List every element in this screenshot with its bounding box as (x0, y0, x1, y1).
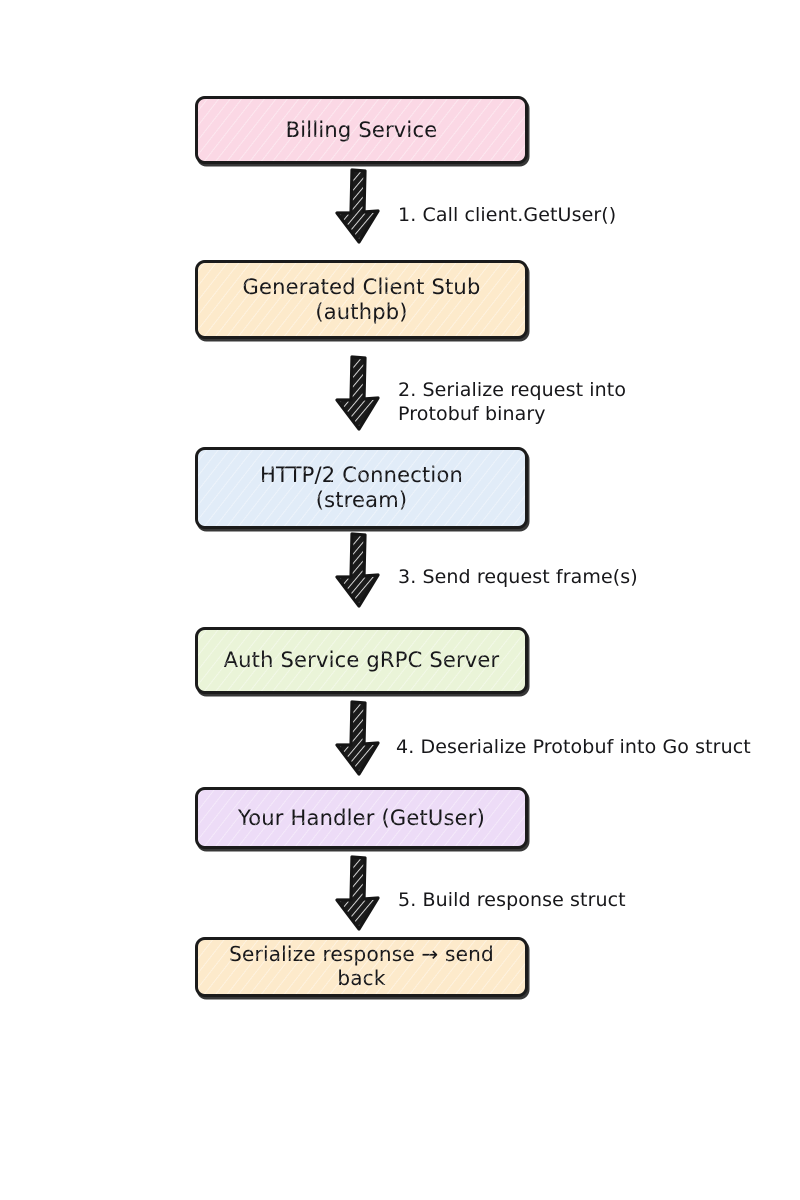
node-serialize-response: Serialize response → send back (195, 937, 528, 997)
edge-label-4: 4. Deserialize Protobuf into Go struct (396, 736, 751, 758)
node-label: Generated Client Stub (authpb) (242, 274, 481, 324)
edge-label-2: 2. Serialize request into Protobuf binar… (398, 379, 627, 426)
node-label: Auth Service gRPC Server (223, 648, 500, 673)
node-your-handler: Your Handler (GetUser) (195, 787, 528, 849)
arrow-down-icon-5 (332, 855, 384, 933)
node-label: Serialize response → send back (229, 942, 494, 990)
node-http2-connection: HTTP/2 Connection (stream) (195, 447, 528, 529)
node-generated-client-stub: Generated Client Stub (authpb) (195, 260, 528, 339)
node-label: Billing Service (285, 117, 438, 142)
arrow-down-icon-4 (332, 700, 384, 778)
arrow-down-icon-3 (332, 532, 384, 610)
arrow-down-icon-2 (332, 355, 384, 433)
node-auth-service-grpc-server: Auth Service gRPC Server (195, 627, 528, 694)
node-label: Your Handler (GetUser) (238, 805, 485, 830)
edge-label-5: 5. Build response struct (398, 889, 626, 911)
arrow-down-icon-1 (332, 168, 384, 246)
node-billing-service: Billing Service (195, 96, 528, 164)
edge-label-1: 1. Call client.GetUser() (398, 204, 617, 226)
node-label: HTTP/2 Connection (stream) (259, 463, 464, 512)
edge-label-3: 3. Send request frame(s) (398, 566, 638, 588)
